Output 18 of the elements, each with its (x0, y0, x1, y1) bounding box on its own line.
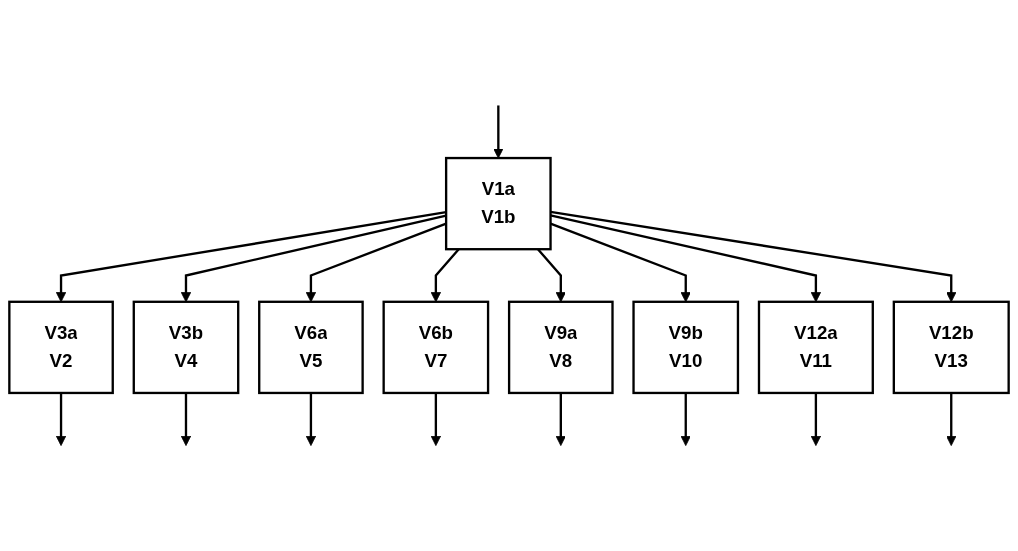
arrow (493, 105, 504, 159)
node-box: V6b V7 (382, 300, 490, 395)
node-box: V12b V13 (892, 300, 1010, 395)
node-box: V6a V5 (258, 300, 364, 395)
node-box: V9a V8 (507, 300, 614, 395)
node-box: V9b V10 (632, 300, 740, 395)
arrow (555, 392, 566, 446)
node-box: V3b V4 (132, 300, 240, 395)
arrow (810, 392, 822, 446)
arrow (305, 392, 317, 446)
arrow (680, 392, 691, 446)
node-box: V12a V11 (757, 300, 874, 395)
arrow (180, 392, 192, 446)
arrow (946, 392, 957, 446)
arrow (430, 392, 441, 446)
node-box: V3a V2 (8, 300, 114, 395)
arrow (55, 392, 67, 446)
node-box: V1a V1b (444, 156, 552, 251)
